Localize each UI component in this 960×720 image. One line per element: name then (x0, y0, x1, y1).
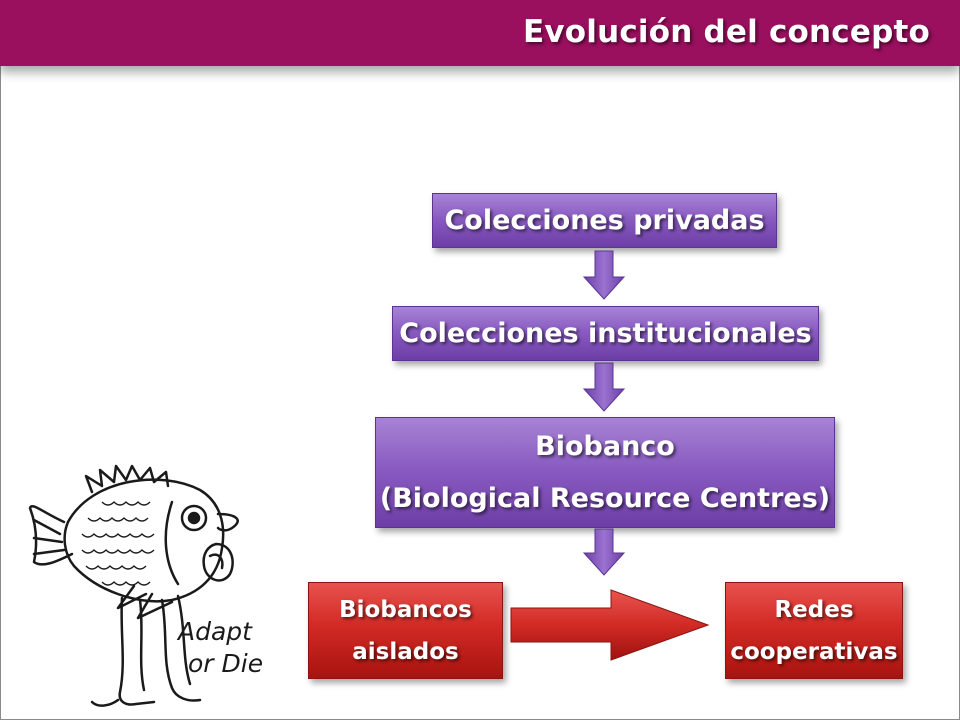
box-label: Colecciones privadas (444, 205, 765, 236)
down-arrow-1 (582, 250, 626, 300)
right-arrow (510, 589, 710, 661)
box-label-line2: aislados (352, 638, 459, 665)
box-label-line2: (Biological Resource Centres) (379, 482, 831, 514)
box-label-line1: Redes (774, 596, 854, 623)
box-label-line2: cooperativas (730, 638, 898, 665)
box-label-line1: Biobanco (535, 430, 675, 462)
down-arrow-3 (582, 528, 626, 576)
box-colecciones-institucionales: Colecciones institucionales (392, 306, 819, 361)
page-title: Evolución del concepto (522, 14, 930, 50)
box-redes-cooperativas: Redes cooperativas (725, 582, 903, 679)
box-colecciones-privadas: Colecciones privadas (432, 193, 777, 248)
adapt-or-die-fish-illustration: Adapt or Die (28, 464, 263, 707)
box-label-line1: Biobancos (339, 596, 472, 623)
handwritten-caption-line2: or Die (188, 649, 263, 678)
box-biobanco: Biobanco (Biological Resource Centres) (375, 417, 835, 528)
title-bar: Evolución del concepto (0, 0, 960, 66)
box-biobancos-aislados: Biobancos aislados (308, 582, 503, 679)
down-arrow-2 (582, 362, 626, 412)
handwritten-caption-line1: Adapt (176, 617, 253, 646)
box-label: Colecciones institucionales (399, 318, 812, 349)
